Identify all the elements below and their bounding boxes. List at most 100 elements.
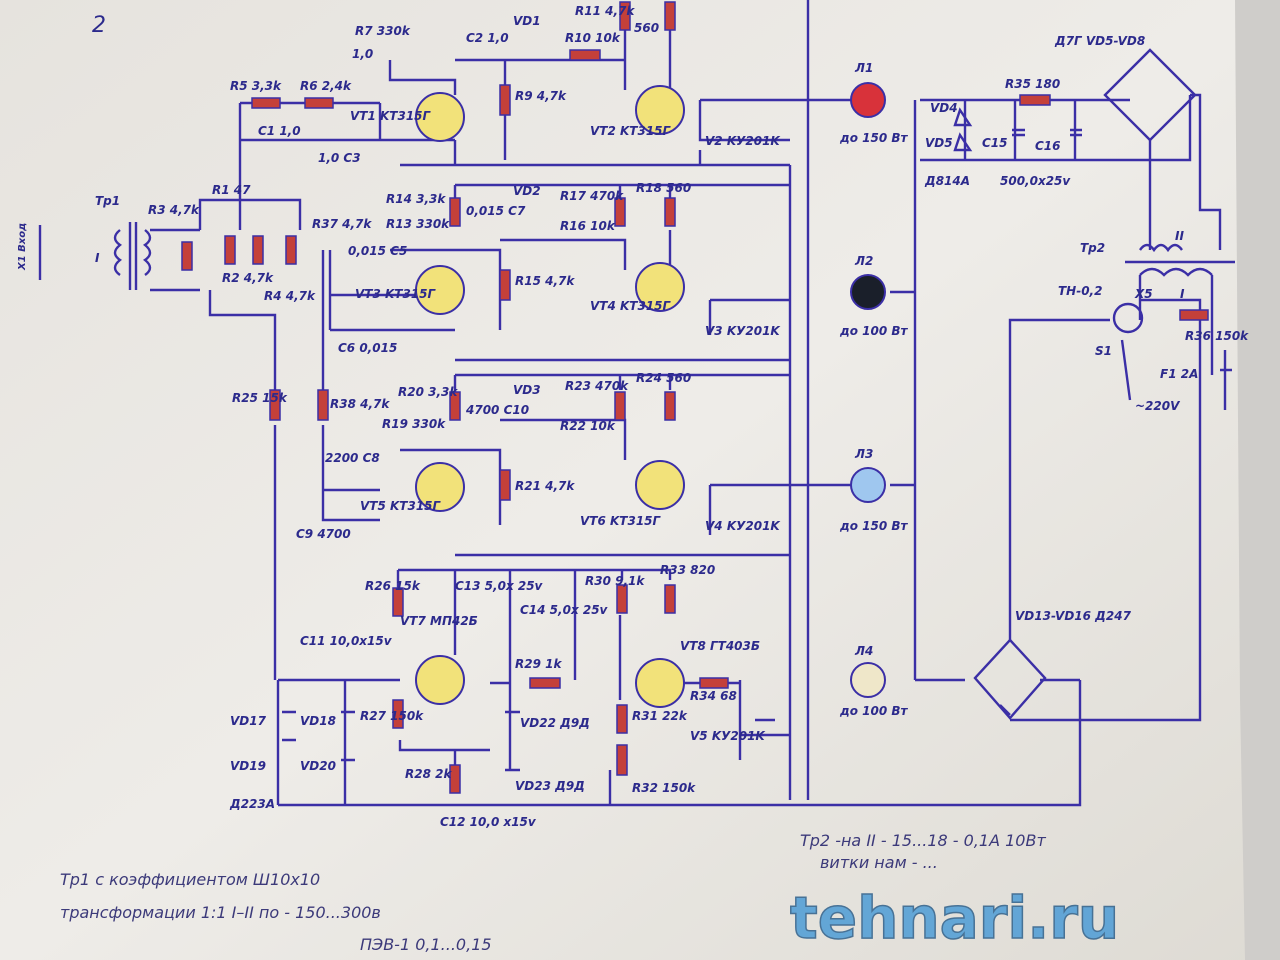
component-label: C6 0,015 xyxy=(338,341,397,355)
component-label: R23 470k xyxy=(565,379,629,393)
component-label: II xyxy=(1175,229,1184,243)
transformer-winding: I xyxy=(95,251,100,265)
resistor xyxy=(616,584,628,614)
resistor xyxy=(699,677,729,689)
component-label: R18 560 xyxy=(636,181,691,195)
component-label: C12 10,0 x15v xyxy=(440,815,537,829)
component-label: 1,0 C3 xyxy=(318,151,361,165)
resistor xyxy=(664,197,676,227)
component-label: VD22 Д9Д xyxy=(520,716,590,730)
component-label: 0,015 C5 xyxy=(348,244,407,258)
component-label: R13 330k xyxy=(386,217,450,231)
component-label: VD13-VD16 Д247 xyxy=(1015,609,1132,623)
resistor xyxy=(181,241,193,271)
lamp-l2 xyxy=(850,274,886,310)
component-label: 500,0x25v xyxy=(1000,174,1071,188)
component-label: VD4 xyxy=(930,101,958,115)
resistor xyxy=(619,1,631,31)
resistor xyxy=(664,584,676,614)
component-label: VD1 xyxy=(513,14,541,28)
component-label: R25 15k xyxy=(232,391,288,405)
component-label: R32 150k xyxy=(632,781,696,795)
component-label: C1 1,0 xyxy=(258,124,301,138)
resistor xyxy=(499,469,511,501)
bridge-rectifier-top xyxy=(1103,48,1197,142)
component-label: V4 KУ201K xyxy=(705,519,781,533)
resistor xyxy=(251,97,281,109)
component-label: R34 68 xyxy=(690,689,737,703)
component-label: C11 10,0x15v xyxy=(300,634,393,648)
component-label: Tp2 xyxy=(1080,241,1105,255)
resistor xyxy=(1019,94,1051,106)
component-label: C16 xyxy=(1035,139,1061,153)
resistor xyxy=(614,197,626,227)
lamp-power: до 100 Вт xyxy=(839,704,908,718)
component-label: VT6 KT315Г xyxy=(580,514,662,528)
note-line: Tp1 с коэффициентом Ш10х10 xyxy=(60,870,320,889)
component-label: 2200 C8 xyxy=(325,451,380,465)
transformer-tp2 xyxy=(1125,243,1235,375)
fuse-holder-x5 xyxy=(1112,302,1144,334)
transistor-vt7 xyxy=(415,655,465,705)
component-label: R31 22k xyxy=(632,709,688,723)
component-label: Д7Г VD5-VD8 xyxy=(1054,34,1145,48)
component-label: R37 4,7k xyxy=(312,217,372,231)
resistor xyxy=(392,699,404,729)
component-label: R11 4,7k xyxy=(575,4,635,18)
lamp-l3 xyxy=(850,467,886,503)
power-components xyxy=(282,48,1235,772)
component-label: Д814A xyxy=(924,174,970,188)
component-label: 560 xyxy=(634,21,659,35)
component-label: 1,0 xyxy=(352,47,373,61)
component-label: R28 2k xyxy=(405,767,452,781)
resistor xyxy=(664,391,676,421)
resistor xyxy=(304,97,334,109)
component-label: R19 330k xyxy=(382,417,446,431)
component-label: R33 820 xyxy=(660,563,715,577)
component-label: V3 KУ201K xyxy=(705,324,781,338)
resistor xyxy=(317,389,329,421)
component-label: V5 KУ201K xyxy=(690,729,766,743)
resistor xyxy=(616,704,628,734)
component-label: VT4 KT315Г xyxy=(590,299,672,313)
component-label: R17 470k xyxy=(560,189,624,203)
component-labels: R7 330k 1,0 R5 3,3k R6 2,4k C2 1,0 VD1 R… xyxy=(148,4,1249,829)
transistor-vt5 xyxy=(415,462,465,512)
transformer-label: Tp1 xyxy=(95,194,120,208)
component-label: R15 4,7k xyxy=(515,274,575,288)
component-label: R1 47 xyxy=(212,183,251,197)
component-label: V2 KУ201K xyxy=(705,134,781,148)
component-label: VT1 KT315Г xyxy=(350,109,432,123)
component-label: VT2 KT315Г xyxy=(590,124,672,138)
page-number: 2 xyxy=(92,13,106,38)
component-label: X5 xyxy=(1134,287,1153,301)
component-label: VD20 xyxy=(300,759,336,773)
bridge-rectifier-main xyxy=(973,638,1047,720)
transistor-vt6 xyxy=(635,460,685,510)
lamp-power: до 100 Вт xyxy=(839,324,908,338)
component-label: C13 5,0x 25v xyxy=(455,579,544,593)
component-label: R29 1k xyxy=(515,657,562,671)
component-label: VD5 xyxy=(925,136,953,150)
resistor xyxy=(569,49,601,61)
component-label: VT7 MП42Б xyxy=(400,614,478,628)
component-label: R20 3,3k xyxy=(398,385,458,399)
transistor-vt3 xyxy=(415,265,465,315)
resistor xyxy=(449,764,461,794)
component-label: VD2 xyxy=(513,184,541,198)
lamp-label: Л4 xyxy=(854,644,873,658)
lamp-l4 xyxy=(850,662,886,698)
resistor xyxy=(252,235,264,265)
component-label: R4 4,7k xyxy=(264,289,316,303)
paper-edge xyxy=(1235,0,1280,960)
resistor xyxy=(614,391,626,421)
resistor xyxy=(449,197,461,227)
component-label: VD3 xyxy=(513,383,541,397)
component-label: F1 2A xyxy=(1160,367,1198,381)
component-label: R35 180 xyxy=(1005,77,1060,91)
resistor xyxy=(499,84,511,116)
component-label: R14 3,3k xyxy=(386,192,446,206)
component-label: R21 4,7k xyxy=(515,479,575,493)
component-label: I xyxy=(1180,287,1185,301)
